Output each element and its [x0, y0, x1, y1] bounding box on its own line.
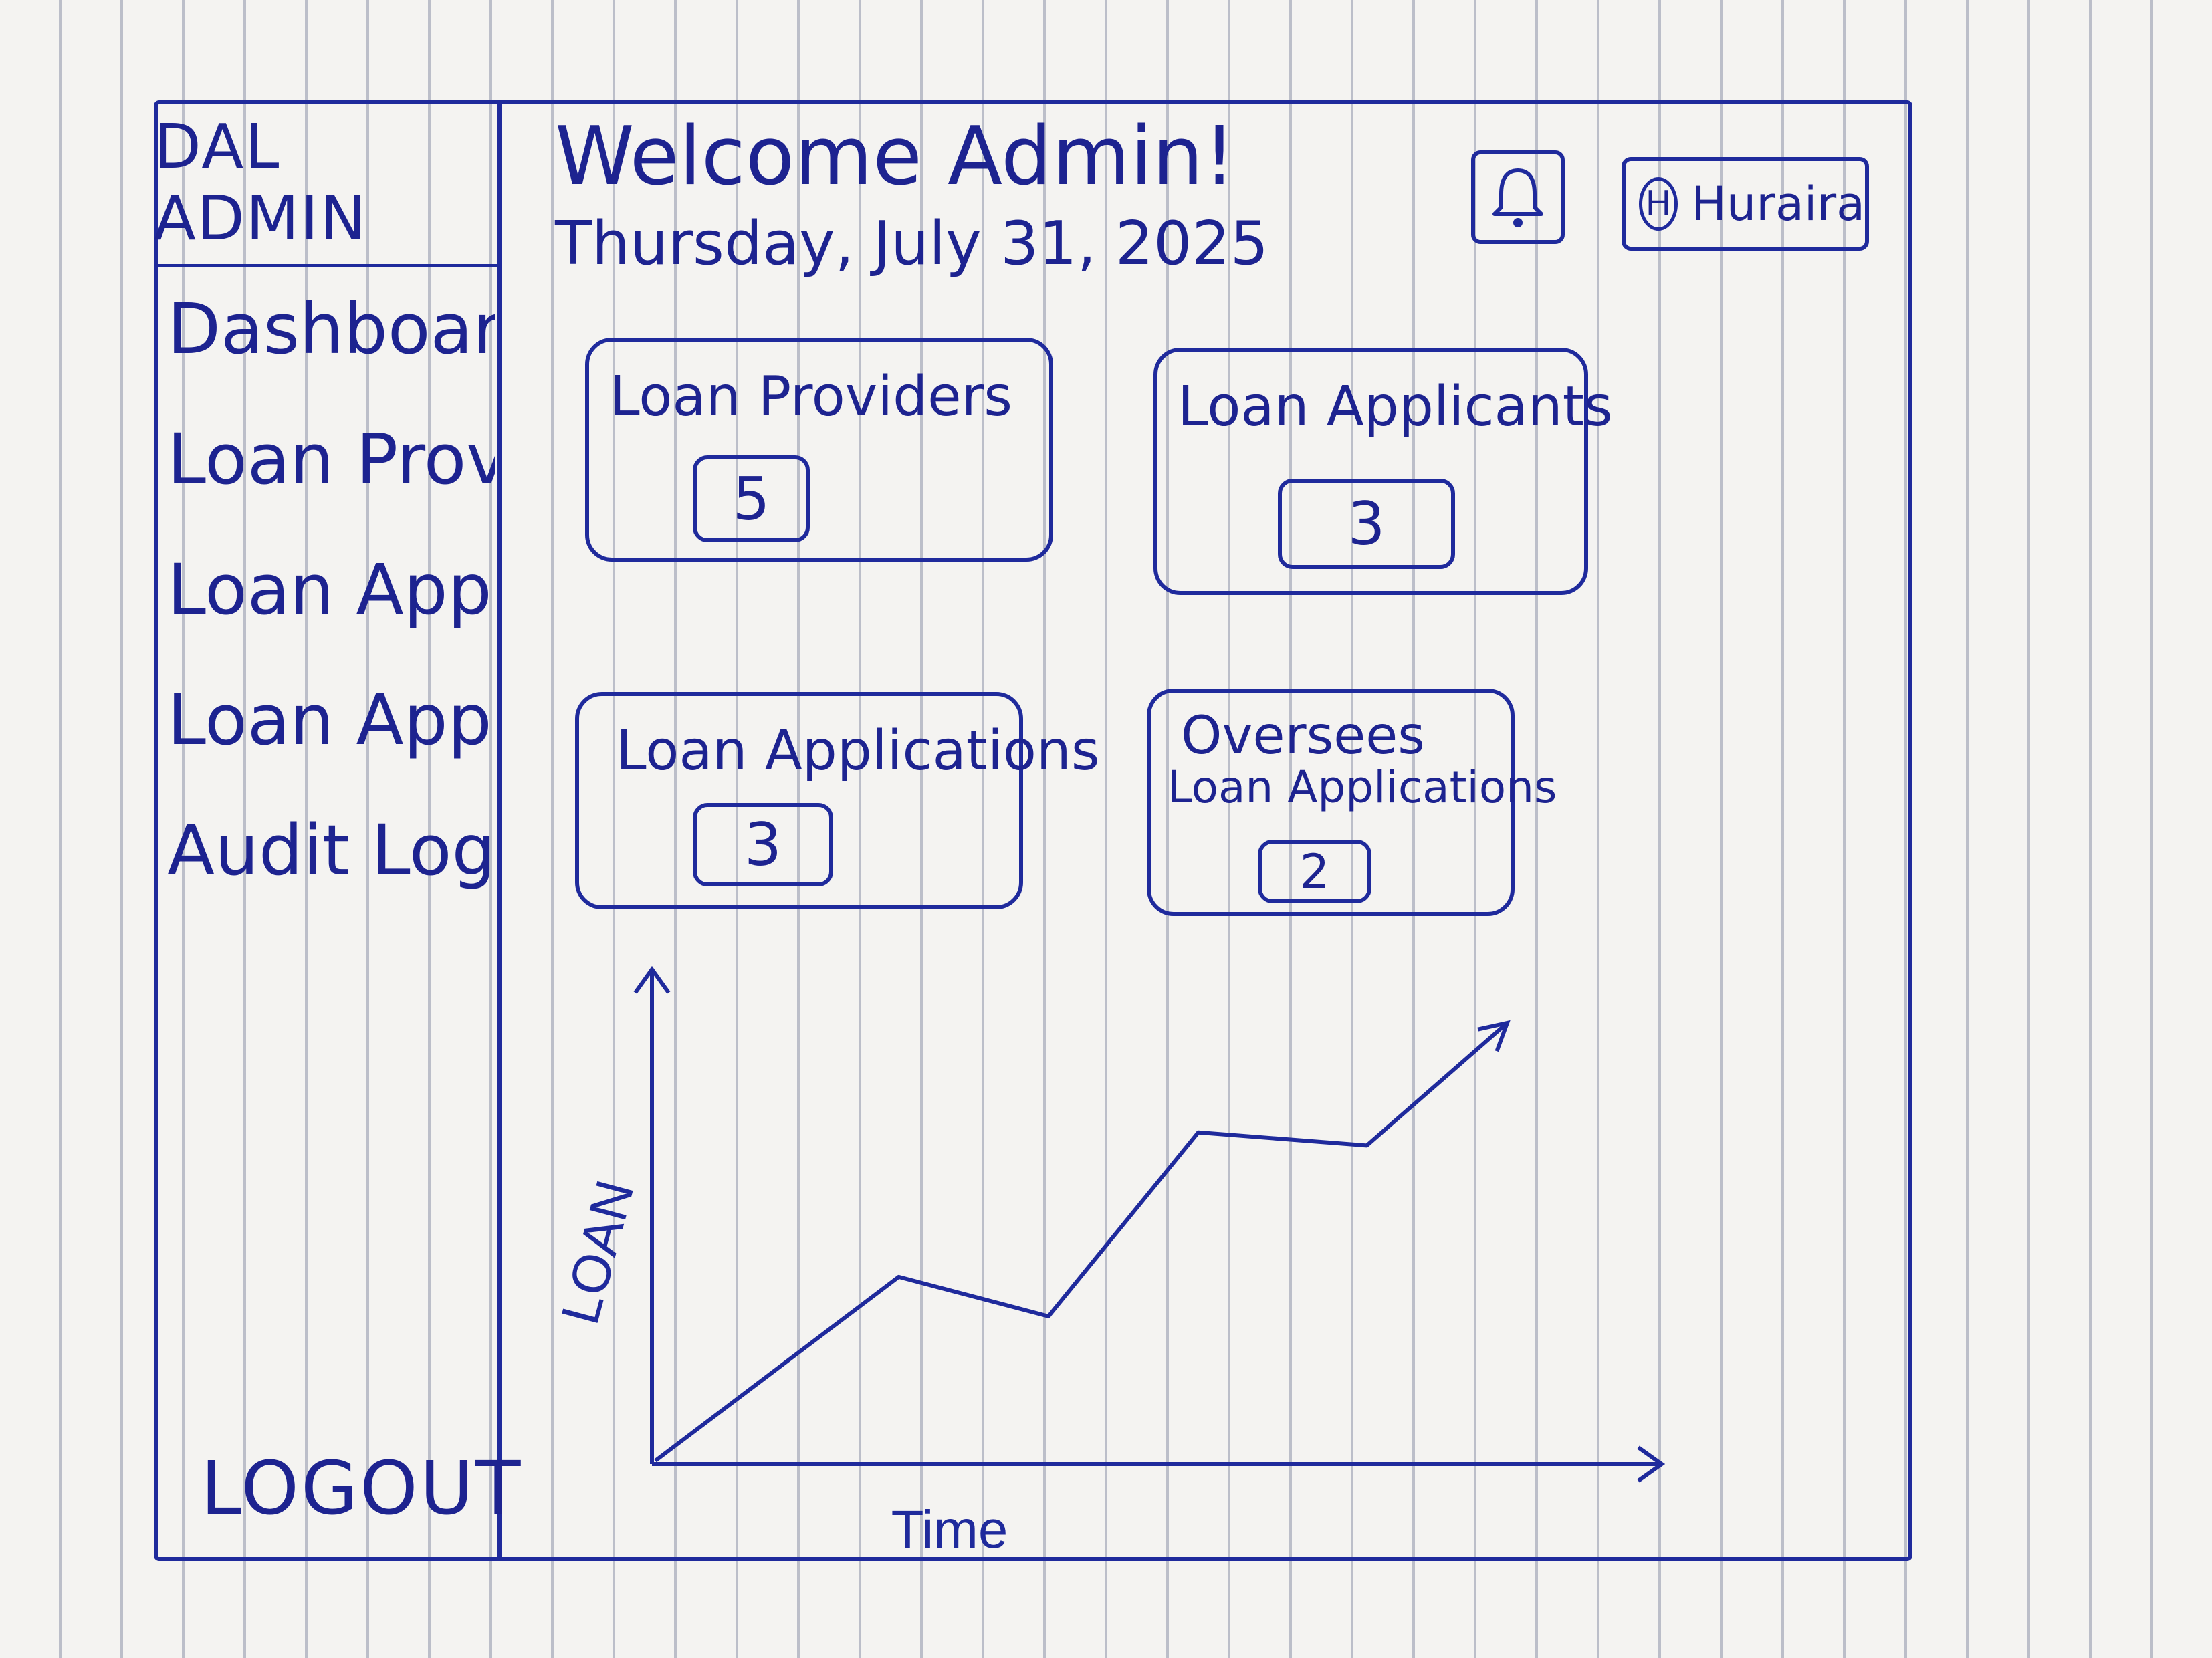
- card-loan-applications[interactable]: Loan Applications 3: [575, 692, 1100, 909]
- user-menu-button[interactable]: H Huraira: [1622, 157, 1869, 251]
- loan-over-time-chart: LOAN Time: [550, 943, 1712, 1564]
- card-title: Loan Applications: [616, 719, 1100, 783]
- card-title-line2: Loan Applications: [1168, 761, 1557, 813]
- y-axis-arrow: [633, 965, 671, 994]
- x-axis-arrow: [1637, 1445, 1666, 1483]
- brand-title: DAL ADMIN: [154, 100, 497, 267]
- sidebar: DAL ADMIN Dashboard Loan Provider Loan A…: [154, 100, 520, 1561]
- avatar: H: [1639, 177, 1678, 231]
- card-title: Oversees Loan Applications: [1168, 706, 1557, 810]
- line-chart: LOAN Time: [550, 965, 1666, 1559]
- sidebar-item-audit-log[interactable]: Audit Log: [167, 816, 495, 891]
- current-date: Thursday, July 31, 2025: [555, 209, 1268, 279]
- series-line: [654, 1021, 1509, 1463]
- bell-icon: [1492, 168, 1543, 227]
- welcome-heading: Welcome Admin!: [555, 110, 1236, 203]
- user-name: Huraira: [1691, 176, 1865, 231]
- x-axis-label: Time: [891, 1500, 1008, 1559]
- card-title-line1: Oversees: [1181, 706, 1425, 766]
- app-window: [154, 100, 1912, 1561]
- logout-button[interactable]: LOGOUT: [201, 1445, 523, 1531]
- sidebar-item-dashboard[interactable]: Dashboard: [167, 294, 495, 370]
- card-value: 2: [1258, 840, 1371, 903]
- sidebar-item-loan-applicants[interactable]: Loan Applicants: [167, 555, 495, 630]
- card-title: Loan Providers: [609, 365, 1013, 429]
- sidebar-nav: Dashboard Loan Provider Loan Applicants …: [167, 294, 495, 946]
- card-value: 3: [693, 803, 833, 886]
- card-oversees-loan-applications[interactable]: Oversees Loan Applications 2: [1147, 689, 1557, 916]
- sidebar-item-loan-applications[interactable]: Loan Applications: [167, 685, 495, 761]
- card-loan-providers[interactable]: Loan Providers 5: [585, 338, 1053, 562]
- sidebar-item-loan-provider[interactable]: Loan Provider: [167, 425, 495, 500]
- card-value: 3: [1278, 479, 1455, 569]
- card-title: Loan Applicants: [1178, 375, 1613, 439]
- notifications-button[interactable]: [1471, 150, 1565, 244]
- card-loan-applicants[interactable]: Loan Applicants 3: [1153, 348, 1613, 595]
- card-value: 5: [693, 455, 810, 542]
- y-axis-label: LOAN: [550, 1174, 645, 1330]
